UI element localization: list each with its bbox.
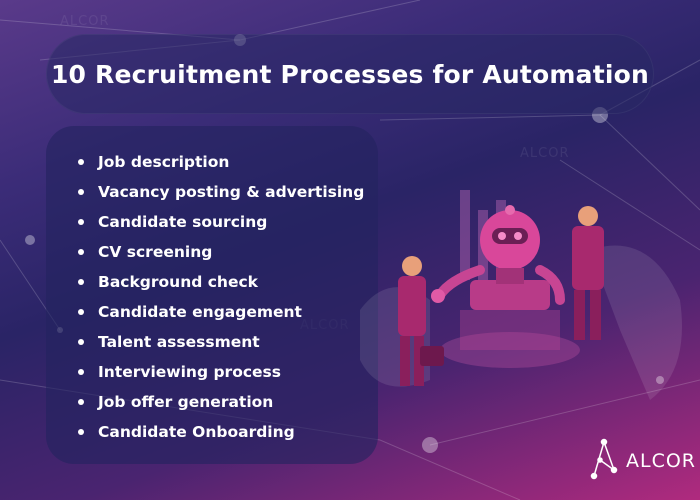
list-item-label: Candidate engagement <box>98 303 302 321</box>
process-list-card <box>46 126 378 464</box>
robot-icon <box>431 205 565 310</box>
briefcase-icon <box>420 346 444 366</box>
list-item-label: Job offer generation <box>98 393 274 411</box>
bullet-icon <box>78 219 84 225</box>
list-item: Interviewing process <box>78 357 364 387</box>
bullet-icon <box>78 249 84 255</box>
list-item-label: Background check <box>98 273 258 291</box>
bullet-icon <box>78 279 84 285</box>
list-item: Vacancy posting & advertising <box>78 177 364 207</box>
list-item: Candidate engagement <box>78 297 364 327</box>
list-item: Candidate Onboarding <box>78 417 364 447</box>
list-item-label: Job description <box>98 153 230 171</box>
list-item-label: Vacancy posting & advertising <box>98 183 365 201</box>
bullet-icon <box>78 189 84 195</box>
page-title: 10 Recruitment Processes for Automation <box>50 59 650 89</box>
businessman-icon <box>398 256 444 386</box>
list-item: Candidate sourcing <box>78 207 364 237</box>
bullet-icon <box>78 159 84 165</box>
list-item-label: Interviewing process <box>98 363 281 381</box>
bullet-icon <box>78 399 84 405</box>
businessman-icon <box>572 206 604 340</box>
bullet-icon <box>78 429 84 435</box>
process-list: Job description Vacancy posting & advert… <box>78 147 364 447</box>
robot-illustration <box>360 190 682 400</box>
list-item-label: Candidate sourcing <box>98 213 268 231</box>
list-item-label: Talent assessment <box>98 333 260 351</box>
list-item-label: Candidate Onboarding <box>98 423 295 441</box>
watermark: ALCOR <box>520 146 570 161</box>
bullet-icon <box>78 339 84 345</box>
alcor-logo-icon <box>590 438 618 480</box>
list-item: Talent assessment <box>78 327 364 357</box>
list-item: Background check <box>78 267 364 297</box>
watermark: ALCOR <box>60 14 110 29</box>
brand-name: ALCOR <box>626 450 697 472</box>
bullet-icon <box>78 309 84 315</box>
list-item-label: CV screening <box>98 243 213 261</box>
list-item: Job description <box>78 147 364 177</box>
title-banner <box>46 34 654 114</box>
bullet-icon <box>78 369 84 375</box>
list-item: Job offer generation <box>78 387 364 417</box>
list-item: CV screening <box>78 237 364 267</box>
